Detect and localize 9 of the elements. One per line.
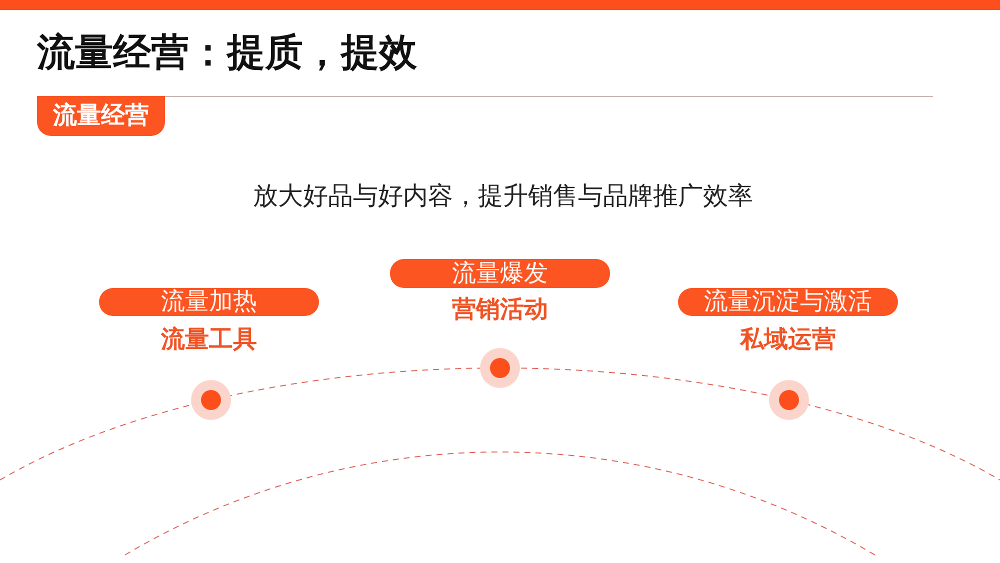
- stage-caption: 流量工具: [161, 327, 257, 353]
- stage-caption: 营销活动: [452, 297, 548, 323]
- stage-pill: 流量爆发: [390, 259, 610, 288]
- subtitle: 放大好品与好内容，提升销售与品牌推广效率: [253, 181, 753, 211]
- title: 流量经营：提质，提效: [37, 31, 417, 75]
- stage-caption: 私域运营: [740, 327, 836, 353]
- stage-pill: 流量加热: [99, 288, 319, 316]
- stage-pill: 流量沉淀与激活: [678, 288, 898, 316]
- section-tab: 流量经营: [37, 96, 165, 136]
